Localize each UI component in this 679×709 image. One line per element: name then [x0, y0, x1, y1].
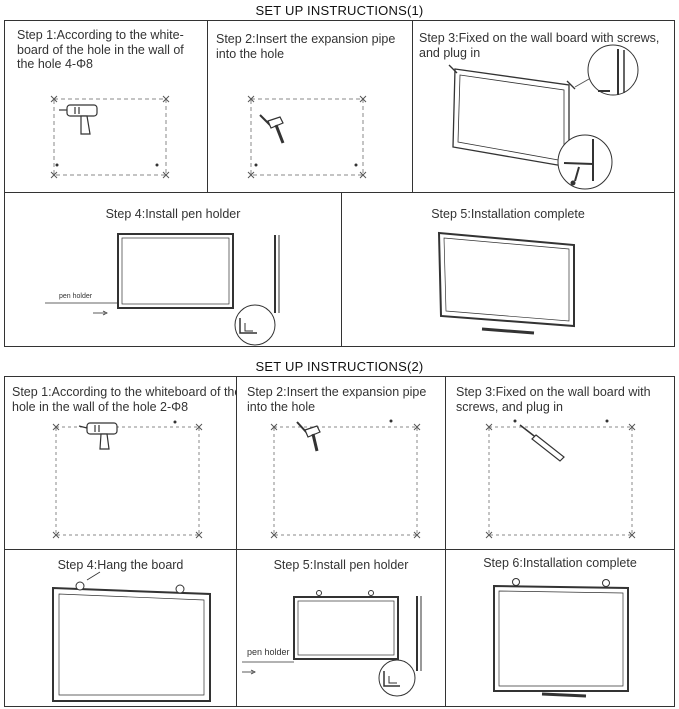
- s1-step1-text: Step 1:According to the white-board of t…: [17, 28, 184, 71]
- s2-step2-panel: Step 2:Insert the expansion pipe into th…: [236, 376, 446, 550]
- pen-holder-detail: [234, 304, 276, 346]
- hammer-icon: [296, 421, 321, 452]
- s1-step2-text: Step 2:Insert the expansion pipe into th…: [216, 32, 396, 61]
- s2-step6-text: Step 6:Installation complete: [483, 556, 637, 570]
- s1-pen-holder-label: pen holder: [59, 293, 93, 300]
- screw-detail: [557, 134, 613, 190]
- s2-step5-panel: Step 5:Install pen holder pen holder: [236, 549, 446, 707]
- s1-step2-panel: Step 2:Insert the expansion pipe into th…: [207, 20, 413, 193]
- s1-step2-illustration: [247, 95, 367, 179]
- section2-title: SET UP INSTRUCTIONS(2): [255, 359, 424, 374]
- s1-step4-text: Step 4:Install pen holder: [105, 207, 241, 221]
- s2-step1-text: Step 1:According to the whiteboard of th…: [12, 385, 237, 414]
- screwdriver-icon: [519, 424, 565, 462]
- s1-step1-illustration: [50, 95, 170, 179]
- s1-step4-illustration: [45, 233, 280, 346]
- s2-step1-illustration: [52, 420, 203, 539]
- s2-step2-text: Step 2:Insert the expansion pipe into th…: [247, 385, 427, 414]
- s1-step1-panel: Step 1:According to the white-board of t…: [4, 20, 208, 193]
- s2-step3-panel: Step 3:Fixed on the wall board with scre…: [445, 376, 675, 550]
- s1-step4-panel: Step 4:Install pen holder pen holder: [4, 192, 342, 347]
- s1-step5-text: Step 5:Installation complete: [431, 207, 585, 221]
- s2-step5-text: Step 5:Install pen holder: [273, 558, 409, 572]
- s2-step5-illustration: [242, 590, 422, 697]
- s2-step2-illustration: [270, 419, 421, 539]
- s2-step3-text: Step 3:Fixed on the wall board with scre…: [456, 385, 651, 414]
- hammer-icon: [259, 114, 285, 144]
- pen-holder-detail: [378, 659, 416, 697]
- s1-step3-illustration: [448, 44, 639, 190]
- s2-step6-panel: Step 6:Installation complete: [445, 549, 675, 707]
- s1-step3-panel: Step 3:Fixed on the wall board with scre…: [412, 20, 675, 193]
- section1-title: SET UP INSTRUCTIONS(1): [255, 3, 424, 18]
- s2-pen-holder-label: pen holder: [247, 647, 290, 657]
- s2-step4-panel: Step 4:Hang the board: [4, 549, 237, 707]
- s1-step3-text: Step 3:Fixed on the wall board with scre…: [419, 31, 660, 60]
- s2-step3-illustration: [485, 419, 636, 539]
- s1-step5-illustration: [437, 231, 575, 335]
- s2-step4-text: Step 4:Hang the board: [57, 558, 184, 572]
- s1-step5-panel: Step 5:Installation complete: [341, 192, 675, 347]
- drill-icon: [59, 104, 98, 135]
- drill-icon: [78, 422, 118, 450]
- s2-step1-panel: Step 1:According to the whiteboard of th…: [4, 376, 237, 550]
- wall-corner-detail: [574, 44, 639, 96]
- s2-step6-illustration: [493, 578, 629, 698]
- s2-step4-illustration: [52, 571, 211, 702]
